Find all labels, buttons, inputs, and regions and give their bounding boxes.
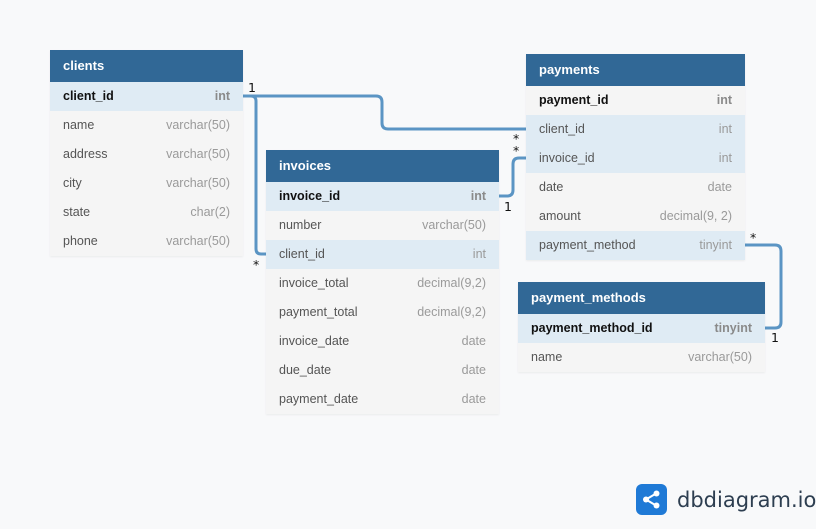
field-type: tinyint [699, 238, 732, 252]
field-number[interactable]: number varchar(50) [266, 211, 499, 240]
field-type: date [707, 180, 732, 194]
field-client-id[interactable]: client_id int [266, 240, 499, 269]
cardinality-payments-client-many: * [513, 131, 520, 146]
table-header-clients[interactable]: clients [50, 50, 243, 82]
table-header-invoices[interactable]: invoices [266, 150, 499, 182]
brand-text: dbdiagram.io [677, 487, 816, 512]
field-name: client_id [63, 89, 114, 103]
field-type: varchar(50) [166, 176, 230, 190]
table-header-payment-methods[interactable]: payment_methods [518, 282, 765, 314]
field-type: tinyint [714, 321, 753, 335]
field-client-id[interactable]: client_id int [50, 82, 243, 111]
field-address[interactable]: address varchar(50) [50, 140, 243, 169]
field-type: decimal(9,2) [417, 276, 486, 290]
field-type: varchar(50) [422, 218, 486, 232]
field-name: client_id [279, 247, 325, 261]
field-type: date [461, 363, 486, 377]
field-name: due_date [279, 363, 332, 377]
field-date[interactable]: date date [526, 173, 745, 202]
field-invoice-id[interactable]: invoice_id int [266, 182, 499, 211]
field-type: int [718, 122, 732, 136]
field-name: state [63, 205, 91, 219]
cardinality-invoices-client-many: * [253, 257, 260, 272]
field-state[interactable]: state char(2) [50, 198, 243, 227]
cardinality-invoices-one: 1 [504, 199, 512, 214]
field-name: name [531, 350, 563, 364]
field-name: address [63, 147, 108, 161]
field-client-id[interactable]: client_id int [526, 115, 745, 144]
field-name: payment_total [279, 305, 358, 319]
field-type: date [461, 392, 486, 406]
field-name: invoice_id [539, 151, 595, 165]
field-type: int [716, 93, 732, 107]
field-amount[interactable]: amount decimal(9, 2) [526, 202, 745, 231]
rel-clients-invoices [241, 94, 268, 256]
cardinality-payment-methods-one: 1 [771, 330, 779, 345]
field-name: client_id [539, 122, 585, 136]
field-name: invoice_total [279, 276, 349, 290]
field-type: decimal(9, 2) [659, 209, 732, 223]
field-type: int [718, 151, 732, 165]
field-type: varchar(50) [166, 234, 230, 248]
table-payment-methods[interactable]: payment_methods payment_method_id tinyin… [518, 282, 765, 372]
table-clients[interactable]: clients client_id int name varchar(50) a… [50, 50, 243, 256]
field-payment-total[interactable]: payment_total decimal(9,2) [266, 298, 499, 327]
brand-logo[interactable]: dbdiagram.io [636, 484, 816, 515]
field-type: decimal(9,2) [417, 305, 486, 319]
field-type: int [470, 189, 486, 203]
field-type: int [214, 89, 230, 103]
field-phone[interactable]: phone varchar(50) [50, 227, 243, 256]
field-invoice-id[interactable]: invoice_id int [526, 144, 745, 173]
field-type: varchar(50) [166, 118, 230, 132]
field-name: amount [539, 209, 581, 223]
field-name: invoice_id [279, 189, 341, 203]
cardinality-payments-method-many: * [750, 230, 757, 245]
field-due-date[interactable]: due_date date [266, 356, 499, 385]
field-payment-method[interactable]: payment_method tinyint [526, 231, 745, 260]
field-invoice-date[interactable]: invoice_date date [266, 327, 499, 356]
field-name: date [539, 180, 564, 194]
field-name: payment_method_id [531, 321, 653, 335]
field-name: phone [63, 234, 98, 248]
field-invoice-total[interactable]: invoice_total decimal(9,2) [266, 269, 499, 298]
field-name: invoice_date [279, 334, 350, 348]
share-nodes-icon [636, 484, 667, 515]
field-name: payment_id [539, 93, 609, 107]
field-name-col[interactable]: name varchar(50) [50, 111, 243, 140]
table-header-payments[interactable]: payments [526, 54, 745, 86]
field-name: city [63, 176, 82, 190]
field-name: payment_date [279, 392, 359, 406]
cardinality-payments-invoice-many: * [513, 143, 520, 158]
table-payments[interactable]: payments payment_id int client_id int in… [526, 54, 745, 260]
field-name: number [279, 218, 322, 232]
cardinality-clients-one: 1 [248, 80, 256, 95]
field-name: name [63, 118, 95, 132]
rel-invoices-payments [497, 156, 528, 198]
field-name-col[interactable]: name varchar(50) [518, 343, 765, 372]
table-invoices[interactable]: invoices invoice_id int number varchar(5… [266, 150, 499, 414]
field-type: date [461, 334, 486, 348]
field-payment-id[interactable]: payment_id int [526, 86, 745, 115]
field-type: char(2) [190, 205, 230, 219]
field-city[interactable]: city varchar(50) [50, 169, 243, 198]
field-type: varchar(50) [166, 147, 230, 161]
field-name: payment_method [539, 238, 636, 252]
field-type: varchar(50) [688, 350, 752, 364]
field-payment-method-id[interactable]: payment_method_id tinyint [518, 314, 765, 343]
field-type: int [472, 247, 486, 261]
field-payment-date[interactable]: payment_date date [266, 385, 499, 414]
rel-clients-payments [241, 94, 528, 131]
